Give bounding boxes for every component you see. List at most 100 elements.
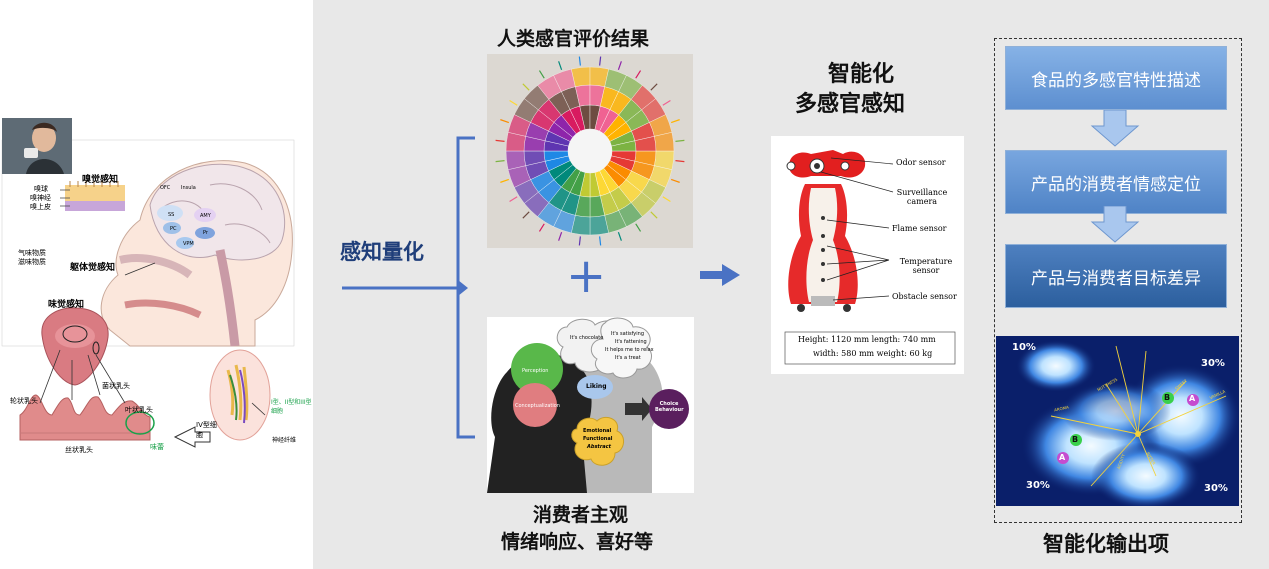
taste-bud-label: 味蕾 bbox=[150, 443, 164, 451]
wheel-tick bbox=[578, 56, 581, 66]
map-corner-bottom-right: 30% bbox=[1204, 483, 1228, 494]
step-box-2: 产品的消费者情感定位 bbox=[1005, 150, 1227, 214]
wheel-tick bbox=[599, 236, 602, 246]
map-marker-a1: A bbox=[1189, 394, 1196, 403]
brain-label-insula: Insula bbox=[181, 185, 196, 191]
wheel-tick bbox=[558, 61, 563, 71]
wheel-tick bbox=[635, 223, 642, 232]
brain-label-pc: PC bbox=[170, 226, 177, 232]
plus-sign: + bbox=[566, 248, 607, 304]
wheel-tick bbox=[558, 231, 563, 241]
robot-image: Odor sensor Surveillance camera Flame se… bbox=[771, 136, 964, 374]
map-corner-top-right: 30% bbox=[1201, 358, 1225, 369]
olfactory-part-epithelium: 嗅上皮 bbox=[30, 203, 51, 211]
papilla-filiform: 丝状乳头 bbox=[65, 446, 93, 454]
brain-label-vpm: VPM bbox=[183, 241, 194, 247]
output-title: 智能化输出项 bbox=[1043, 532, 1169, 556]
somatosensory-label: 躯体觉感知 bbox=[70, 263, 116, 273]
robot-title-line2: 多感官感知 bbox=[795, 92, 906, 117]
map-marker-b2: B bbox=[1072, 435, 1079, 444]
wheel-tick bbox=[662, 196, 671, 203]
map-marker-b1: B bbox=[1164, 393, 1171, 402]
olfactory-part-nerve: 嗅神经 bbox=[30, 194, 51, 202]
wheel-tick bbox=[500, 119, 510, 124]
step-label-1: 食品的多感官特性描述 bbox=[1031, 70, 1201, 91]
wheel-tick bbox=[617, 61, 622, 71]
wheel-tick bbox=[500, 178, 510, 183]
wheel-tick bbox=[495, 139, 505, 142]
person-photo bbox=[2, 118, 72, 174]
papilla-fungiform: 轮状乳头 bbox=[10, 397, 38, 405]
wheel-tick bbox=[495, 160, 505, 163]
preference-map: 10% 30% 30% 30% A B A B AROMA VANILLA SW… bbox=[996, 336, 1239, 506]
top-title: 人类感官评价结果 bbox=[497, 28, 650, 50]
bubble-chocolate: It's chocolate bbox=[570, 335, 604, 341]
step-box-3: 产品与消费者目标差异 bbox=[1005, 244, 1227, 308]
wheel-tick bbox=[670, 178, 680, 183]
arrow-to-robot bbox=[700, 264, 740, 286]
bubble-line-1: It's satisfying bbox=[611, 331, 644, 337]
sensor-temperature: Temperature sensor bbox=[899, 257, 953, 275]
substance-taste: 滋味物质 bbox=[18, 258, 46, 266]
sensory-wheel-image bbox=[487, 54, 693, 248]
olfactory-label: 嗅觉感知 bbox=[82, 175, 119, 185]
map-marker-a2: A bbox=[1059, 453, 1066, 462]
olfactory-part-bulb: 嗅球 bbox=[34, 185, 48, 193]
bubble-line-2: It's fattening bbox=[615, 339, 647, 345]
brain-label-ss: SS bbox=[168, 212, 175, 218]
wheel-tick bbox=[675, 139, 685, 142]
brain-label-ofc: OFC bbox=[160, 185, 171, 191]
wheel-tick bbox=[675, 160, 685, 163]
sensor-flame: Flame sensor bbox=[892, 224, 947, 233]
robot-specs-line2: width: 580 mm weight: 60 kg bbox=[813, 349, 933, 358]
abstract-label: Abstract bbox=[587, 444, 612, 450]
wheel-tick bbox=[538, 223, 545, 232]
step-arrow-2 bbox=[1090, 206, 1140, 243]
wheel-tick bbox=[599, 56, 602, 66]
step-box-1: 食品的多感官特性描述 bbox=[1005, 46, 1227, 110]
wheel-segment bbox=[654, 132, 675, 152]
substance-odor: 气味物质 bbox=[18, 249, 46, 257]
quantify-label: 感知量化 bbox=[340, 240, 424, 264]
liking-label: Liking bbox=[586, 383, 607, 390]
bubble-line-3: It helps me to relax bbox=[605, 347, 654, 353]
wheel-tick bbox=[522, 83, 530, 91]
papilla-foliate-left: 菌状乳头 bbox=[102, 382, 130, 390]
robot-specs-line1: Height: 1120 mm length: 740 mm bbox=[798, 335, 936, 344]
wheel-tick bbox=[509, 196, 518, 203]
wheel-tick bbox=[635, 70, 642, 79]
wheel-tick bbox=[650, 83, 658, 91]
conceptualization-label: Conceptualization bbox=[515, 403, 560, 409]
brain-label-pr: Pr bbox=[203, 230, 208, 236]
output-dashed-frame bbox=[994, 38, 1242, 523]
bottom-title-line1: 消费者主观 bbox=[533, 504, 629, 526]
step-label-3: 产品与消费者目标差异 bbox=[1031, 268, 1201, 289]
wheel-tick bbox=[670, 119, 680, 124]
wheel-tick bbox=[538, 70, 545, 79]
brain-label-amy: AMY bbox=[200, 213, 211, 219]
step-label-2: 产品的消费者情感定位 bbox=[1031, 174, 1201, 195]
map-corner-top-left: 10% bbox=[1012, 342, 1036, 353]
wheel-tick bbox=[662, 99, 671, 106]
papilla-foliate-right: 叶状乳头 bbox=[125, 406, 153, 414]
functional-label: Functional bbox=[583, 436, 613, 442]
taste-label: 味觉感知 bbox=[48, 300, 85, 310]
emotional-label: Emotional bbox=[583, 428, 612, 434]
wheel-tick bbox=[509, 99, 518, 106]
bubble-line-4: It's a treat bbox=[615, 355, 641, 361]
nerve-fiber: 神经纤维 bbox=[272, 437, 297, 444]
perception-label: Perception bbox=[522, 368, 549, 374]
physiology-illustration: 嗅觉感知 嗅球 嗅神经 嗅上皮 OFC Insula SS AMY PC Pr … bbox=[0, 115, 312, 460]
wheel-tick bbox=[650, 211, 658, 219]
cell-type-i-iii: I型、II型和III型细胞 bbox=[271, 399, 312, 415]
wheel-tick bbox=[522, 211, 530, 219]
consumer-emotion-image: Perception Conceptualization Liking Choi… bbox=[487, 317, 694, 493]
wheel-tick bbox=[578, 236, 581, 246]
sensor-obstacle: Obstacle sensor bbox=[892, 292, 957, 301]
map-corner-bottom-left: 30% bbox=[1026, 480, 1050, 491]
choice-behaviour-label: Choice Behaviour bbox=[655, 401, 684, 413]
bottom-title-line2: 情绪响应、喜好等 bbox=[501, 531, 654, 553]
wheel-tick bbox=[617, 231, 622, 241]
sensor-odor: Odor sensor bbox=[896, 158, 946, 167]
